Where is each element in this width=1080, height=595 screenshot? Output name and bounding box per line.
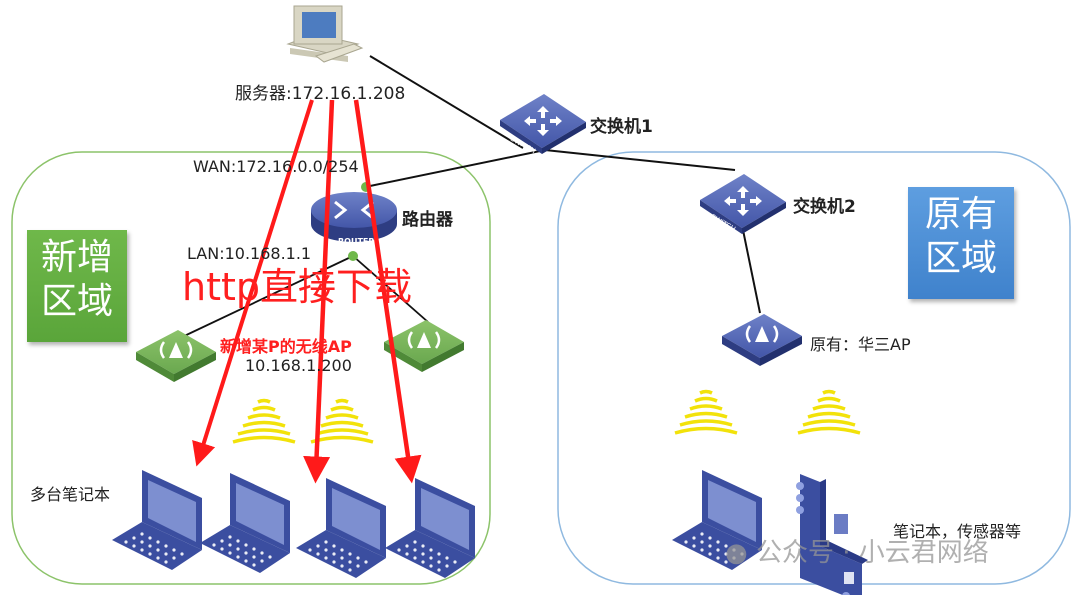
switch1-icon bbox=[500, 94, 586, 154]
link-switch1-router bbox=[369, 149, 546, 187]
link-switch2-oldap bbox=[742, 229, 761, 314]
wifi-signal-icon bbox=[796, 389, 862, 435]
link-server-switch1 bbox=[369, 55, 524, 149]
laptop-icon bbox=[385, 478, 475, 578]
old-zone-badge: 原有 区域 bbox=[908, 187, 1014, 299]
wan-label: WAN:172.16.0.0/254 bbox=[193, 157, 359, 176]
laptop-icon bbox=[200, 473, 290, 573]
wifi-signal-icon bbox=[231, 398, 297, 444]
laptops-label: 多台笔记本 bbox=[30, 485, 111, 504]
lan-port-dot bbox=[348, 251, 358, 261]
switch2-icon bbox=[700, 174, 786, 234]
new-ap-ip: 10.168.1.200 bbox=[245, 356, 352, 375]
switch2-label: 交换机2 bbox=[793, 197, 856, 217]
new-zone-badge-line1: 新增 bbox=[40, 237, 113, 278]
wifi-signal-icon bbox=[673, 389, 739, 435]
laptop-icon bbox=[296, 478, 386, 578]
http-download-label: http直接下载 bbox=[182, 265, 413, 309]
old-devices-label: 笔记本，传感器等 bbox=[893, 522, 1022, 541]
laptop-icon bbox=[112, 470, 202, 570]
lan-label: LAN:10.168.1.1 bbox=[187, 244, 312, 263]
download-arrow bbox=[192, 99, 314, 467]
new-ap-left-icon bbox=[136, 330, 216, 382]
old-zone-badge-line1: 原有 bbox=[924, 194, 997, 235]
watermark: ● 公众号 · 小云君网络 bbox=[725, 538, 989, 568]
server-label: 服务器:172.16.1.208 bbox=[235, 84, 406, 104]
download-arrow bbox=[353, 99, 422, 484]
switch1-label: 交换机1 bbox=[590, 117, 653, 137]
router-icon bbox=[311, 192, 397, 242]
new-zone-border bbox=[11, 151, 491, 585]
desktop-computer-icon bbox=[286, 5, 364, 63]
link-switch1-switch2 bbox=[544, 149, 736, 171]
old-zone-border bbox=[557, 151, 1071, 585]
download-arrow bbox=[303, 99, 335, 484]
old-ap-label: 原有：华三AP bbox=[810, 335, 911, 354]
router-device-text: ROUTER bbox=[338, 237, 375, 246]
router-label: 路由器 bbox=[402, 210, 453, 230]
new-zone-badge-line2: 区域 bbox=[40, 281, 113, 322]
new-zone-badge: 新增 区域 bbox=[27, 230, 127, 342]
old-ap-icon bbox=[722, 314, 802, 366]
new-ap-title: 新增某P的无线AP bbox=[220, 337, 352, 356]
link-router-ap-right bbox=[352, 255, 429, 323]
old-zone-badge-line2: 区域 bbox=[924, 238, 997, 279]
sensor-board-icon bbox=[796, 474, 868, 595]
